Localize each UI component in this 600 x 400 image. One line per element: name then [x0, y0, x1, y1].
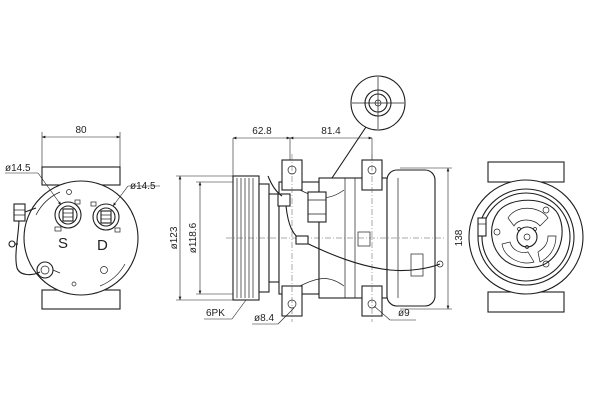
dim-pulley-inner-text: ø118.6 — [188, 222, 199, 253]
height-dimension: 138 — [400, 167, 465, 310]
right-view — [468, 161, 584, 313]
side-wiring-harness — [267, 175, 444, 272]
dim-port-left-text: ø14.5 — [5, 163, 31, 174]
right-bottom-bracket — [487, 291, 565, 313]
left-view: 80 S — [5, 125, 160, 310]
mount-ears — [281, 154, 383, 322]
right-top-bracket — [487, 161, 565, 183]
dim-port-right-text: ø14.5 — [130, 181, 156, 192]
dim-width-text: 80 — [75, 125, 87, 136]
bottom-leaders: 6PK ø8.4 ø9 — [204, 299, 416, 325]
left-switch-connector — [8, 203, 61, 279]
port-discharge-label: D — [97, 237, 108, 254]
side-view: 62.8 81.4 ø123 ø118.6 138 — [169, 75, 465, 325]
suction-port — [54, 199, 82, 232]
dim-mount-spacing-text: 81.4 — [321, 126, 341, 137]
belt-label-text: 6PK — [206, 308, 225, 319]
left-body-outline — [23, 180, 139, 296]
dim-pulley-offset-text: 62.8 — [252, 126, 272, 137]
top-dimensions: 62.8 81.4 — [232, 126, 373, 176]
port-suction-label: S — [58, 235, 68, 252]
dim-height-text: 138 — [454, 229, 465, 246]
hole-right-text: ø9 — [398, 308, 410, 319]
hole-left-text: ø8.4 — [254, 313, 274, 324]
pulley-diameter-dimensions: ø123 ø118.6 — [169, 175, 234, 301]
right-connector — [477, 217, 487, 237]
dim-pulley-outer-text: ø123 — [169, 226, 180, 249]
discharge-port — [90, 201, 121, 233]
clutch-plate — [491, 199, 563, 269]
